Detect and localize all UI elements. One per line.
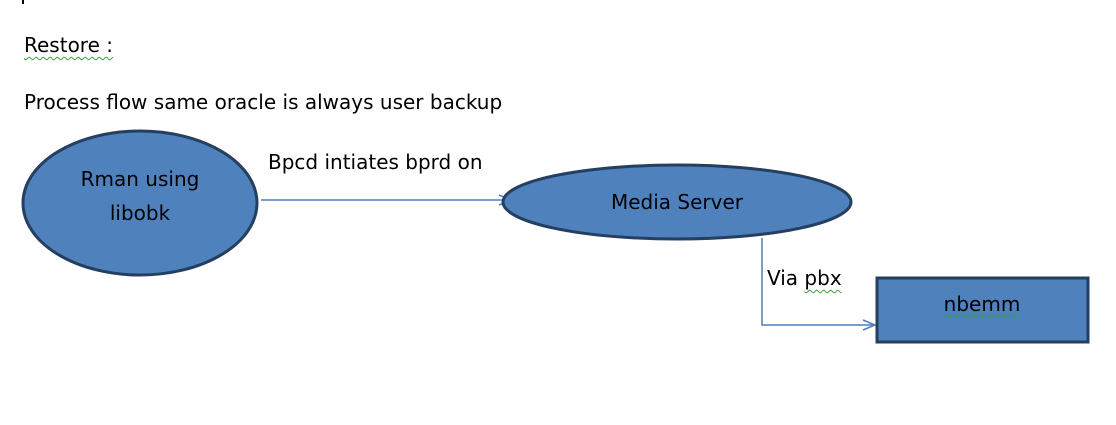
edge-label-rman-media: Bpcd intiates bprd on (268, 150, 483, 174)
rman-ellipse (21, 129, 259, 277)
rman-label-line1: Rman using (81, 167, 200, 191)
arrow-media-to-nbemm (761, 238, 875, 325)
media-server-ellipse (501, 163, 853, 241)
edge-label-media-nbemm: Via pbx (767, 266, 842, 290)
heading-text: Restore : (24, 33, 113, 57)
rman-label-line2: libobk (110, 201, 171, 225)
subheading: Process flow same oracle is always user … (24, 90, 503, 114)
edge-label-pbx: pbx (804, 266, 842, 290)
edge-label-via: Via (767, 266, 805, 290)
nbemm-box (875, 276, 1090, 344)
nbemm-label: nbemm (944, 292, 1021, 316)
media-server-label: Media Server (611, 190, 744, 214)
heading: Restore : (24, 33, 113, 57)
nbemm-squiggle (943, 314, 1021, 318)
stray-mark (22, 0, 24, 4)
